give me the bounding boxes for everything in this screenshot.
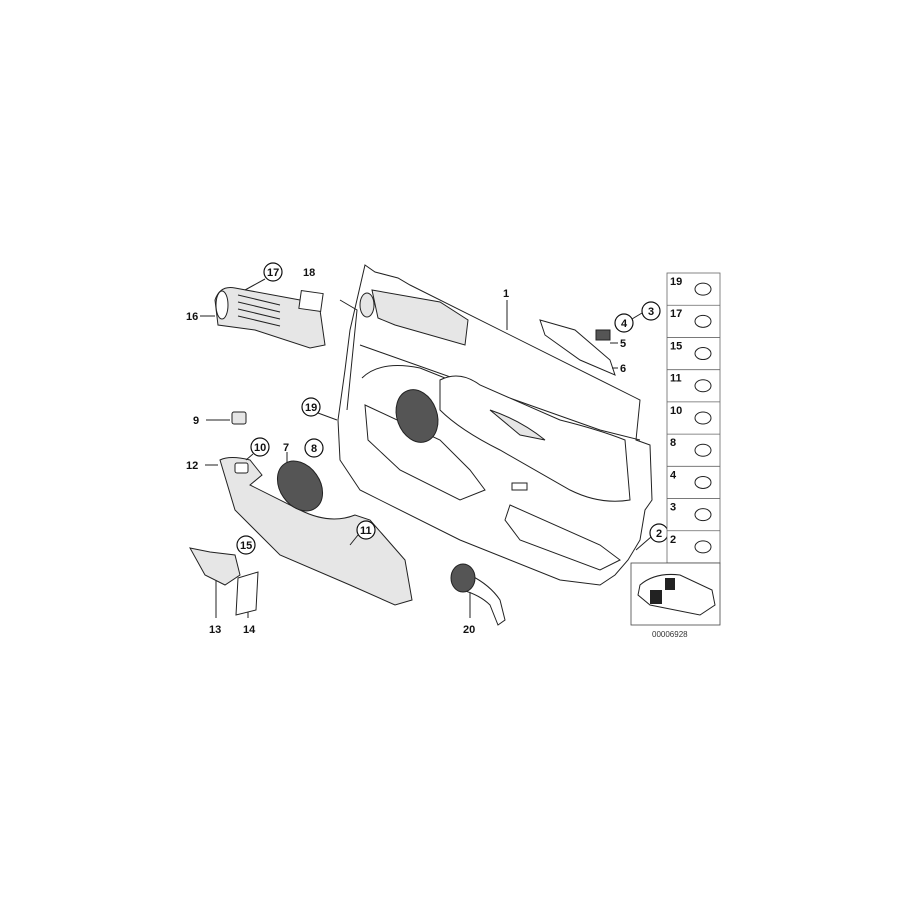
fastener-label: 4 (670, 469, 677, 481)
callout-11: 11 (360, 525, 372, 537)
fastener-label: 19 (670, 276, 682, 288)
fastener-label: 3 (670, 502, 676, 514)
fastener-label: 2 (670, 534, 676, 546)
fastener-icon (694, 540, 712, 554)
blank-cover (298, 289, 324, 313)
fastener-icon (694, 411, 712, 425)
callout-8: 8 (311, 443, 317, 455)
callout-6: 6 (620, 363, 626, 375)
storage-tray (189, 547, 241, 586)
switch-cover (231, 411, 247, 425)
fastener-icon (694, 379, 712, 393)
callout-4: 4 (621, 318, 628, 330)
door-highlight-rear (665, 578, 675, 590)
callout-1: 1 (503, 288, 509, 300)
drawing-code: 00006928 (652, 630, 688, 639)
adhesive-tape-roll (450, 563, 506, 626)
car-locator-inset (630, 562, 721, 626)
callout-3: 3 (648, 306, 654, 318)
fastener-icon (694, 347, 712, 361)
fastener-icon (694, 443, 712, 457)
fastener-label: 17 (670, 308, 682, 320)
callout-2: 2 (656, 528, 662, 540)
callout-13: 13 (209, 624, 221, 636)
air-vent-grille (214, 287, 326, 349)
callout-16: 16 (186, 311, 198, 323)
fastener-label: 15 (670, 340, 682, 352)
fastener-label: 11 (670, 373, 682, 385)
fastener-label: 8 (670, 437, 676, 449)
fastener-icon (694, 475, 712, 489)
fastener-icon (694, 314, 712, 328)
insert-mat (235, 571, 259, 616)
fastener-panel: 19 17 15 11 10 8 4 3 2 (666, 272, 721, 564)
callout-14: 14 (243, 624, 256, 636)
door-highlight-front (650, 590, 662, 604)
speaker-grille (276, 460, 324, 512)
callout-10: 10 (254, 442, 266, 454)
armrest (219, 457, 413, 606)
callout-5: 5 (620, 338, 626, 350)
callout-17: 17 (267, 267, 279, 279)
fastener-label: 10 (670, 405, 682, 417)
callout-15: 15 (240, 540, 252, 552)
callout-9: 9 (193, 415, 199, 427)
bracket (539, 319, 616, 376)
fastener-icon (694, 282, 712, 296)
callout-20: 20 (463, 624, 475, 636)
callout-7: 7 (283, 442, 289, 454)
callout-18: 18 (303, 267, 315, 279)
fastener-icon (694, 508, 712, 522)
callout-19: 19 (305, 402, 317, 414)
door-trim-panel (337, 264, 653, 586)
clip (595, 329, 611, 341)
callout-12: 12 (186, 460, 198, 472)
